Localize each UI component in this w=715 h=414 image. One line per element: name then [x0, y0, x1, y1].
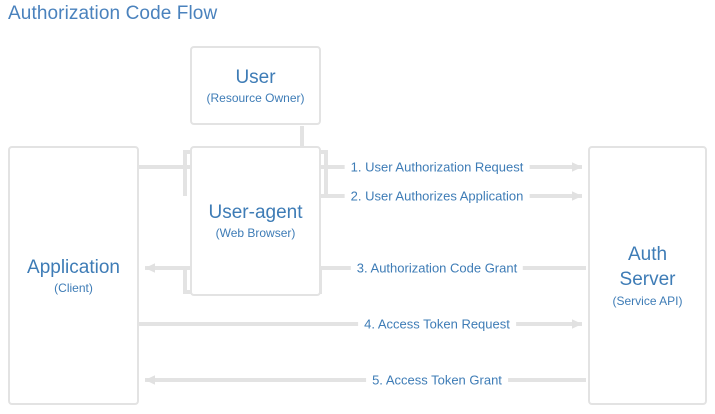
flow-label-3: 3. Authorization Code Grant: [350, 260, 524, 276]
node-application-subtitle: (Client): [54, 280, 93, 295]
flow-label-5: 5. Access Token Grant: [366, 372, 508, 388]
node-user-agent-subtitle: (Web Browser): [215, 226, 296, 240]
node-application-title: Application: [27, 256, 120, 278]
node-user-subtitle: (Resource Owner): [206, 90, 305, 105]
node-auth-server[interactable]: Auth Server (Service API): [588, 146, 707, 405]
node-application[interactable]: Application (Client): [8, 146, 139, 405]
node-auth-server-title-line1: Auth: [627, 244, 668, 265]
flow-label-1: 1. User Authorization Request: [344, 159, 530, 175]
node-user-agent[interactable]: User-agent (Web Browser): [190, 146, 321, 296]
node-user[interactable]: User (Resource Owner): [190, 46, 321, 125]
node-user-title: User: [235, 66, 276, 88]
flow-label-2: 2. User Authorizes Application: [344, 188, 530, 204]
node-user-agent-title: User-agent: [208, 202, 303, 223]
node-auth-server-title-line2: Server: [619, 269, 676, 290]
flow-label-4: 4. Access Token Request: [358, 316, 516, 332]
node-auth-server-subtitle: (Service API): [612, 294, 683, 308]
page-title: Authorization Code Flow: [8, 3, 218, 24]
